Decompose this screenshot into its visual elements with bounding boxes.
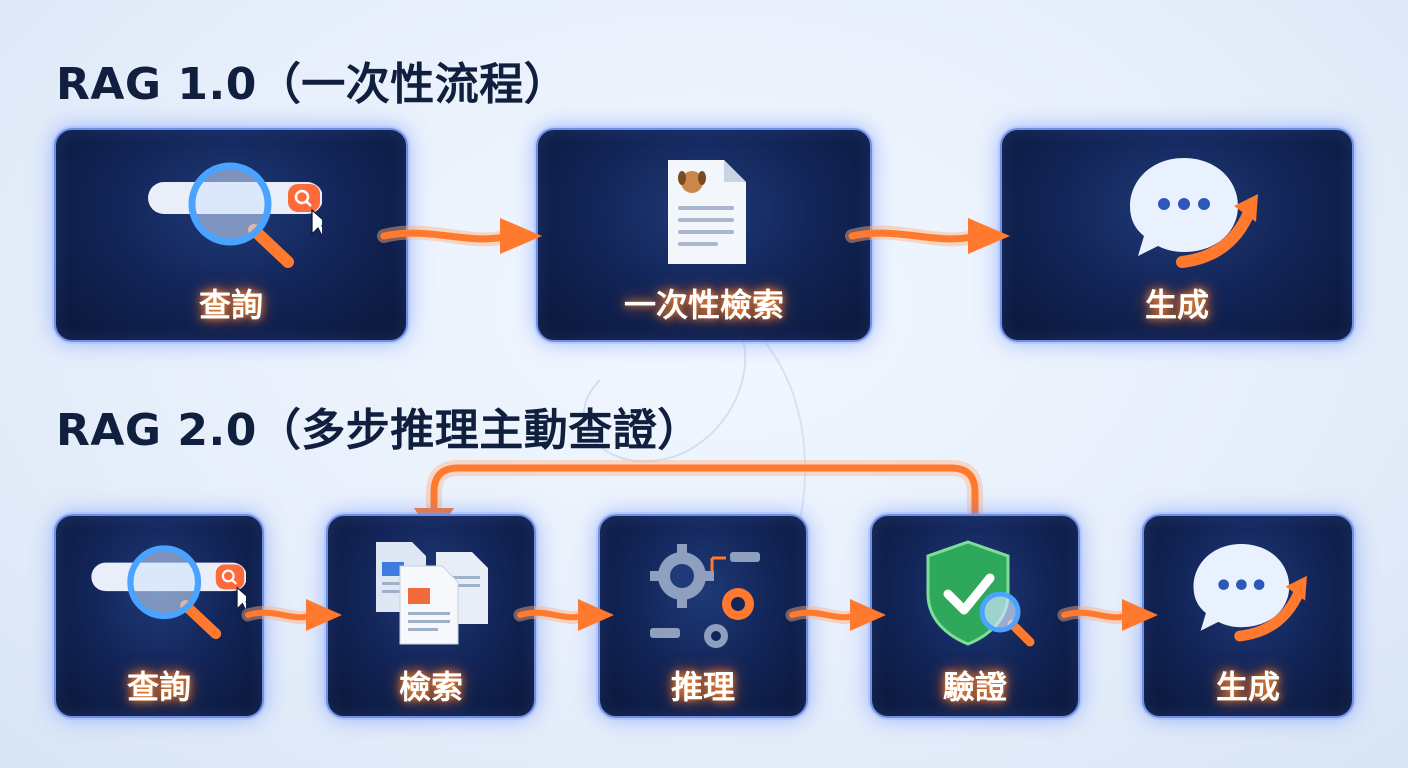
rag1-step-query-label: 查詢: [198, 286, 263, 324]
rag2-arrow-3: [785, 599, 886, 631]
rag2-arrow-1: [241, 599, 342, 631]
rag2-step-retrieve-label: 檢索: [398, 668, 463, 706]
document-icon: [668, 160, 746, 264]
rag1-step-retrieve-label: 一次性檢索: [623, 286, 784, 324]
rag1-arrow-1: [377, 218, 542, 254]
rag2-step-verify: 驗證: [870, 514, 1080, 718]
search-bar-magnifier-icon: [91, 545, 246, 640]
chat-bubble-growth-icon: [1130, 158, 1258, 268]
search-bar-magnifier-icon: [148, 162, 322, 268]
rag2-step-query-label: 查詢: [126, 668, 191, 706]
gears-icon: [650, 544, 760, 648]
rag1-step-generate-label: 生成: [1144, 286, 1209, 324]
rag2-step-query: 查詢: [54, 514, 264, 718]
chat-bubble-growth-icon: [1193, 543, 1307, 642]
rag1-step-generate: 生成: [1000, 128, 1354, 342]
rag2-step-reason: 推理: [598, 514, 808, 718]
rag2-heading: RAG 2.0（多步推理主動查證）: [56, 405, 702, 456]
rag2-arrow-4: [1057, 599, 1158, 631]
rag2-step-reason-label: 推理: [670, 668, 735, 706]
shield-check-icon: [926, 540, 1035, 647]
rag1-arrow-2: [845, 218, 1010, 254]
rag2-arrow-2: [513, 599, 614, 631]
rag2-step-generate-label: 生成: [1215, 668, 1280, 706]
rag2-step-generate: 生成: [1142, 514, 1354, 718]
rag1-step-query: 查詢: [54, 128, 408, 342]
rag2-step-verify-label: 驗證: [942, 668, 1007, 706]
rag1-heading: RAG 1.0（一次性流程）: [56, 59, 569, 110]
rag2-step-retrieve: 檢索: [326, 514, 536, 718]
documents-stack-icon: [376, 542, 488, 645]
rag1-step-retrieve: 一次性檢索: [536, 128, 872, 342]
